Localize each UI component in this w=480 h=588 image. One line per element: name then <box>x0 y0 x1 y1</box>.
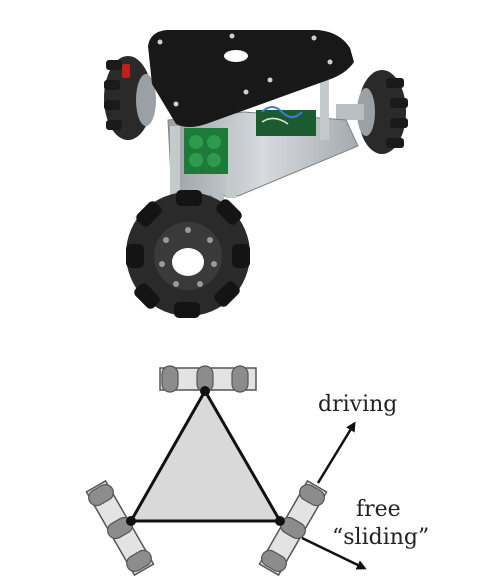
sliding-arrow <box>301 536 367 570</box>
electronics-board <box>256 106 316 136</box>
vertex-top <box>200 386 210 396</box>
top-plate <box>148 30 354 127</box>
sliding-label: “sliding” <box>332 525 429 550</box>
back-left-omni-wheel <box>104 56 156 140</box>
vertex-right <box>275 516 285 526</box>
front-omni-wheel <box>126 190 250 318</box>
kinematic-diagram: driving free “sliding” <box>85 365 429 577</box>
top-omni-wheel <box>159 365 257 393</box>
robot-body-triangle <box>129 389 282 523</box>
vertex-left <box>126 516 136 526</box>
driving-arrow <box>316 421 356 484</box>
back-right-omni-wheel <box>336 70 408 154</box>
free-label: free <box>356 497 401 522</box>
robot-photo <box>104 30 408 318</box>
battery-pack <box>184 128 228 174</box>
bottom-left-omni-wheel <box>85 479 155 577</box>
bottom-right-omni-wheel <box>258 479 328 577</box>
driving-label: driving <box>318 392 397 417</box>
